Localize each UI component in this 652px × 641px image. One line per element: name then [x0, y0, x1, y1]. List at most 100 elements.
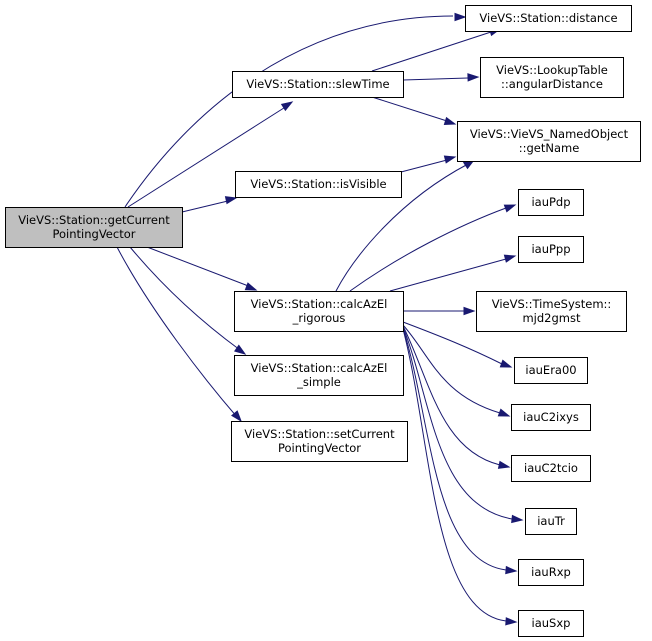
node-getName[interactable]: VieVS::VieVS_NamedObject::getName — [457, 121, 641, 162]
arrowhead — [454, 12, 467, 22]
node-angDist[interactable]: VieVS::LookupTable::angularDistance — [480, 57, 624, 98]
node-simple[interactable]: VieVS::Station::calcAzEl_simple — [234, 355, 404, 396]
node-label: ::angularDistance — [501, 77, 603, 91]
edge-line — [335, 163, 469, 292]
node-label: VieVS::Station::setCurrent — [244, 427, 395, 441]
node-label: VieVS::TimeSystem:: — [492, 297, 612, 311]
edge-line — [402, 327, 507, 571]
edge-line — [402, 77, 469, 81]
edge-rigorous-to-iauSxp — [402, 328, 518, 626]
node-label: iauTr — [537, 514, 565, 528]
node-box — [514, 357, 588, 384]
edge-root-to-simple — [129, 246, 247, 355]
node-label: mjd2gmst — [522, 311, 581, 325]
node-label: iauSxp — [532, 616, 571, 630]
edge-line — [181, 199, 233, 213]
node-box — [511, 455, 591, 482]
node-box — [232, 71, 404, 98]
node-box — [518, 189, 584, 216]
node-label: VieVS::LookupTable — [496, 63, 608, 77]
node-iauPpp[interactable]: iauPpp — [518, 236, 584, 263]
node-label: iauRxp — [531, 565, 571, 579]
node-label: VieVS::Station::isVisible — [250, 177, 386, 191]
node-label: iauPdp — [531, 195, 570, 209]
node-box — [234, 291, 404, 332]
node-label: VieVS::Station::slewTime — [246, 77, 389, 91]
edge-line — [402, 326, 513, 520]
edge-rigorous-to-iauTr — [402, 326, 524, 524]
edges-layer — [116, 12, 524, 626]
edge-slewTime-to-getName — [371, 96, 457, 125]
node-iauC2tcio[interactable]: iauC2tcio — [511, 455, 591, 482]
arrowhead — [231, 410, 242, 423]
edge-slewTime-to-angDist — [402, 73, 480, 82]
arrowhead — [511, 514, 524, 524]
node-label: VieVS::Station::calcAzEl — [251, 297, 388, 311]
node-label: iauC2ixys — [523, 410, 579, 424]
node-iauTr[interactable]: iauTr — [525, 508, 577, 535]
node-box — [231, 421, 408, 462]
node-box — [518, 559, 584, 586]
node-iauC2ixys[interactable]: iauC2ixys — [511, 404, 591, 431]
node-label: PointingVector — [53, 227, 136, 241]
edge-line — [116, 246, 238, 418]
node-isVisible[interactable]: VieVS::Station::isVisible — [235, 171, 402, 198]
node-box — [480, 57, 624, 98]
node-label: ::getName — [519, 141, 580, 155]
node-box — [465, 5, 632, 32]
edge-rigorous-to-mjd2gmst — [403, 306, 476, 316]
edge-line — [389, 258, 507, 292]
node-slewTime[interactable]: VieVS::Station::slewTime — [232, 71, 404, 98]
nodes-layer: VieVS::Station::getCurrentPointingVector… — [5, 5, 641, 637]
arrowhead — [497, 460, 511, 469]
arrowhead — [233, 344, 247, 355]
edge-rigorous-to-iauC2ixys — [402, 324, 511, 417]
node-label: iauEra00 — [525, 363, 576, 377]
node-box — [518, 610, 584, 637]
arrowhead — [499, 359, 513, 368]
arrowhead — [443, 116, 457, 125]
edge-rigorous-to-iauEra00 — [402, 321, 513, 368]
edge-line — [402, 328, 507, 622]
node-label: iauPpp — [531, 242, 570, 256]
arrowhead — [503, 254, 517, 263]
edge-line — [371, 30, 495, 72]
node-mjd2gmst[interactable]: VieVS::TimeSystem::mjd2gmst — [476, 291, 627, 332]
edge-line — [402, 321, 503, 365]
node-box — [518, 236, 584, 263]
node-label: VieVS::Station::getCurrent — [18, 213, 170, 227]
node-label: _rigorous — [292, 311, 346, 325]
node-iauPdp[interactable]: iauPdp — [518, 189, 584, 216]
edge-root-to-setCurrent — [116, 246, 242, 423]
node-label: VieVS::Station::calcAzEl — [251, 361, 388, 375]
edge-root-to-isVisible — [181, 196, 238, 213]
edge-rigorous-to-iauC2tcio — [402, 325, 511, 469]
edge-root-to-rigorous — [146, 246, 258, 291]
edge-line — [371, 96, 448, 122]
edge-line — [402, 324, 501, 414]
edge-line — [146, 246, 252, 288]
node-box — [457, 121, 641, 162]
edge-root-to-slewTime — [127, 101, 294, 208]
edge-rigorous-to-iauPdp — [349, 204, 517, 292]
node-box — [476, 291, 627, 332]
arrowhead — [280, 101, 294, 112]
edge-rigorous-to-iauPpp — [389, 254, 517, 292]
node-label: iauC2tcio — [524, 461, 578, 475]
node-box — [525, 508, 577, 535]
node-iauEra00[interactable]: iauEra00 — [514, 357, 588, 384]
node-box — [511, 404, 591, 431]
arrowhead — [244, 282, 258, 291]
node-label: VieVS::VieVS_NamedObject — [470, 127, 629, 141]
node-rigorous[interactable]: VieVS::Station::calcAzEl_rigorous — [234, 291, 404, 332]
node-iauRxp[interactable]: iauRxp — [518, 559, 584, 586]
edge-line — [129, 246, 241, 351]
node-distance[interactable]: VieVS::Station::distance — [465, 5, 632, 32]
node-iauSxp[interactable]: iauSxp — [518, 610, 584, 637]
arrowhead — [505, 617, 518, 626]
edge-line — [402, 325, 501, 466]
node-box — [235, 171, 402, 198]
